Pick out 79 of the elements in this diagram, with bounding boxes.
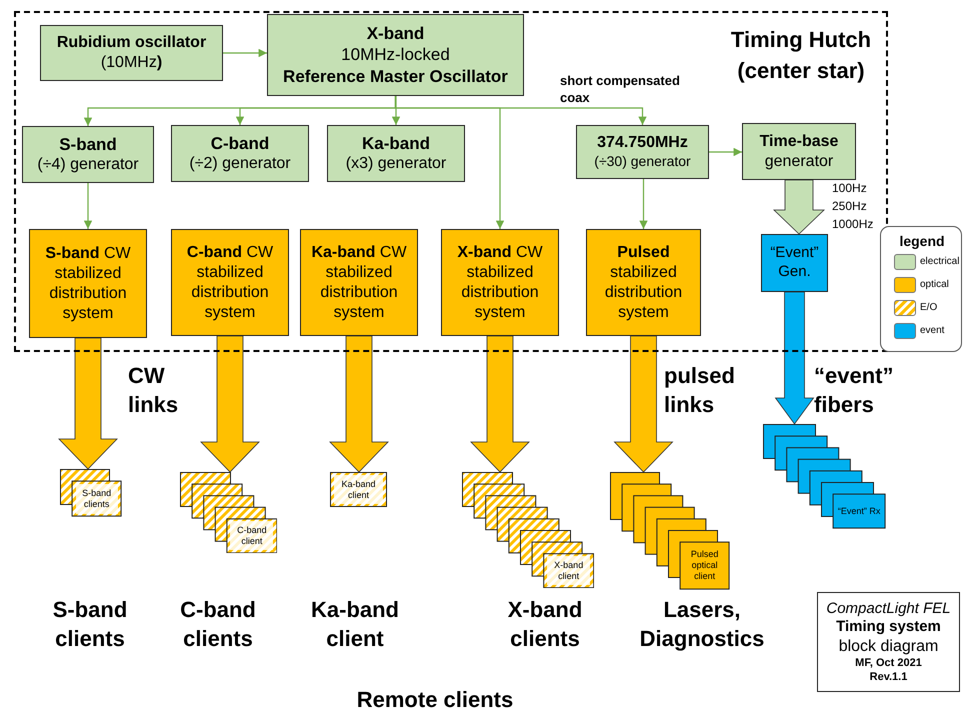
distribution-system-box: [586, 229, 701, 336]
node-text: “Event” Gen.: [769, 244, 820, 282]
link-label: pulsed links: [664, 362, 736, 419]
node-text: Ka-band: [362, 132, 430, 154]
node-text: C-band CW stabilized distribution system: [186, 242, 274, 322]
generator-box: [576, 125, 709, 179]
link-label: CW links: [128, 362, 180, 419]
node-text: X-band: [366, 23, 424, 44]
node-text: Rev.1.1: [870, 670, 908, 684]
arrow: [394, 96, 647, 125]
frequency-label: 1000Hz: [832, 217, 874, 233]
legend-text: E/O: [920, 302, 938, 313]
node-text: MF, Oct 2021: [855, 657, 922, 671]
group-label: Lasers, Diagnostics: [638, 596, 766, 653]
node-text: C-band: [210, 132, 270, 154]
group-label: X-band clients: [506, 596, 584, 653]
node-text: (÷30) generator: [594, 153, 691, 171]
legend-text: event: [920, 325, 944, 336]
block-arrow: [58, 338, 118, 470]
distribution-system-box: [300, 229, 418, 336]
node-text: (10MHz): [100, 53, 162, 73]
node-text: CompactLight FEL: [826, 600, 951, 618]
node-text: Ka-band CW stabilized distribution system: [310, 242, 408, 322]
link-label: “event” fibers: [814, 362, 894, 419]
node-text: (÷4) generator: [37, 155, 139, 176]
block-arrow: [614, 336, 674, 473]
info-box: [817, 592, 960, 692]
legend-title: legend: [898, 232, 946, 250]
node-text: S-band clients: [76, 484, 118, 514]
node-text: generator: [764, 152, 834, 172]
oscillator-box: [40, 25, 223, 81]
node-text: 374.750MHz: [597, 133, 688, 154]
annotation: short compensated coax: [560, 73, 681, 107]
generator-box: [22, 126, 154, 183]
oscillator-box: [267, 14, 524, 96]
legend-text: optical: [920, 279, 949, 290]
node-text: C-band client: [230, 521, 274, 550]
node-text: (÷2) generator: [189, 154, 291, 174]
node-text: Pulsed optical client: [690, 548, 720, 583]
block-arrow: [773, 180, 825, 235]
node-text: S-band CW stabilized distribution system: [44, 244, 132, 324]
block-arrow: [774, 292, 814, 425]
generator-box: [171, 125, 309, 182]
arrow: [84, 183, 92, 229]
node-text: Timing system: [836, 618, 941, 637]
frequency-label: 250Hz: [832, 199, 868, 215]
arrow: [639, 179, 648, 229]
event-generator-box: [761, 234, 828, 292]
generator-box: [742, 123, 856, 180]
node-text: Reference Master Oscillator: [283, 66, 508, 87]
node-text: X-band client: [547, 556, 590, 586]
block-arrow: [470, 336, 530, 473]
arrow: [392, 96, 400, 125]
legend-text: electrical: [920, 256, 960, 267]
frequency-label: 100Hz: [832, 181, 868, 197]
distribution-system-box: [29, 229, 147, 338]
distribution-system-box: [171, 229, 289, 336]
block-arrow: [329, 336, 389, 473]
group-label: S-band clients: [52, 596, 128, 653]
node-text: Rubidium oscillator: [56, 33, 206, 53]
distribution-system-box: [441, 229, 559, 336]
section-label: Remote clients: [356, 686, 514, 711]
group-label: C-band clients: [179, 596, 257, 653]
arrow: [223, 48, 267, 58]
node-text: S-band: [59, 134, 117, 156]
arrow: [709, 148, 742, 156]
node-text: “Event” Rx: [836, 504, 882, 518]
node-text: block diagram: [838, 637, 938, 657]
node-text: (x3) generator: [346, 154, 446, 174]
node-text: Pulsed stabilized distribution system: [604, 242, 684, 322]
block-arrow: [200, 336, 260, 473]
node-text: 10MHz-locked: [341, 44, 450, 66]
generator-box: [327, 125, 465, 182]
node-text: Time-base: [760, 132, 838, 152]
timing-hutch-region: [14, 11, 888, 352]
node-text: Ka-band client: [334, 475, 383, 504]
node-text: X-band CW stabilized distribution system: [456, 242, 544, 322]
group-label: Ka-band client: [310, 596, 400, 653]
region-title: Timing Hutch (center star): [730, 26, 872, 85]
